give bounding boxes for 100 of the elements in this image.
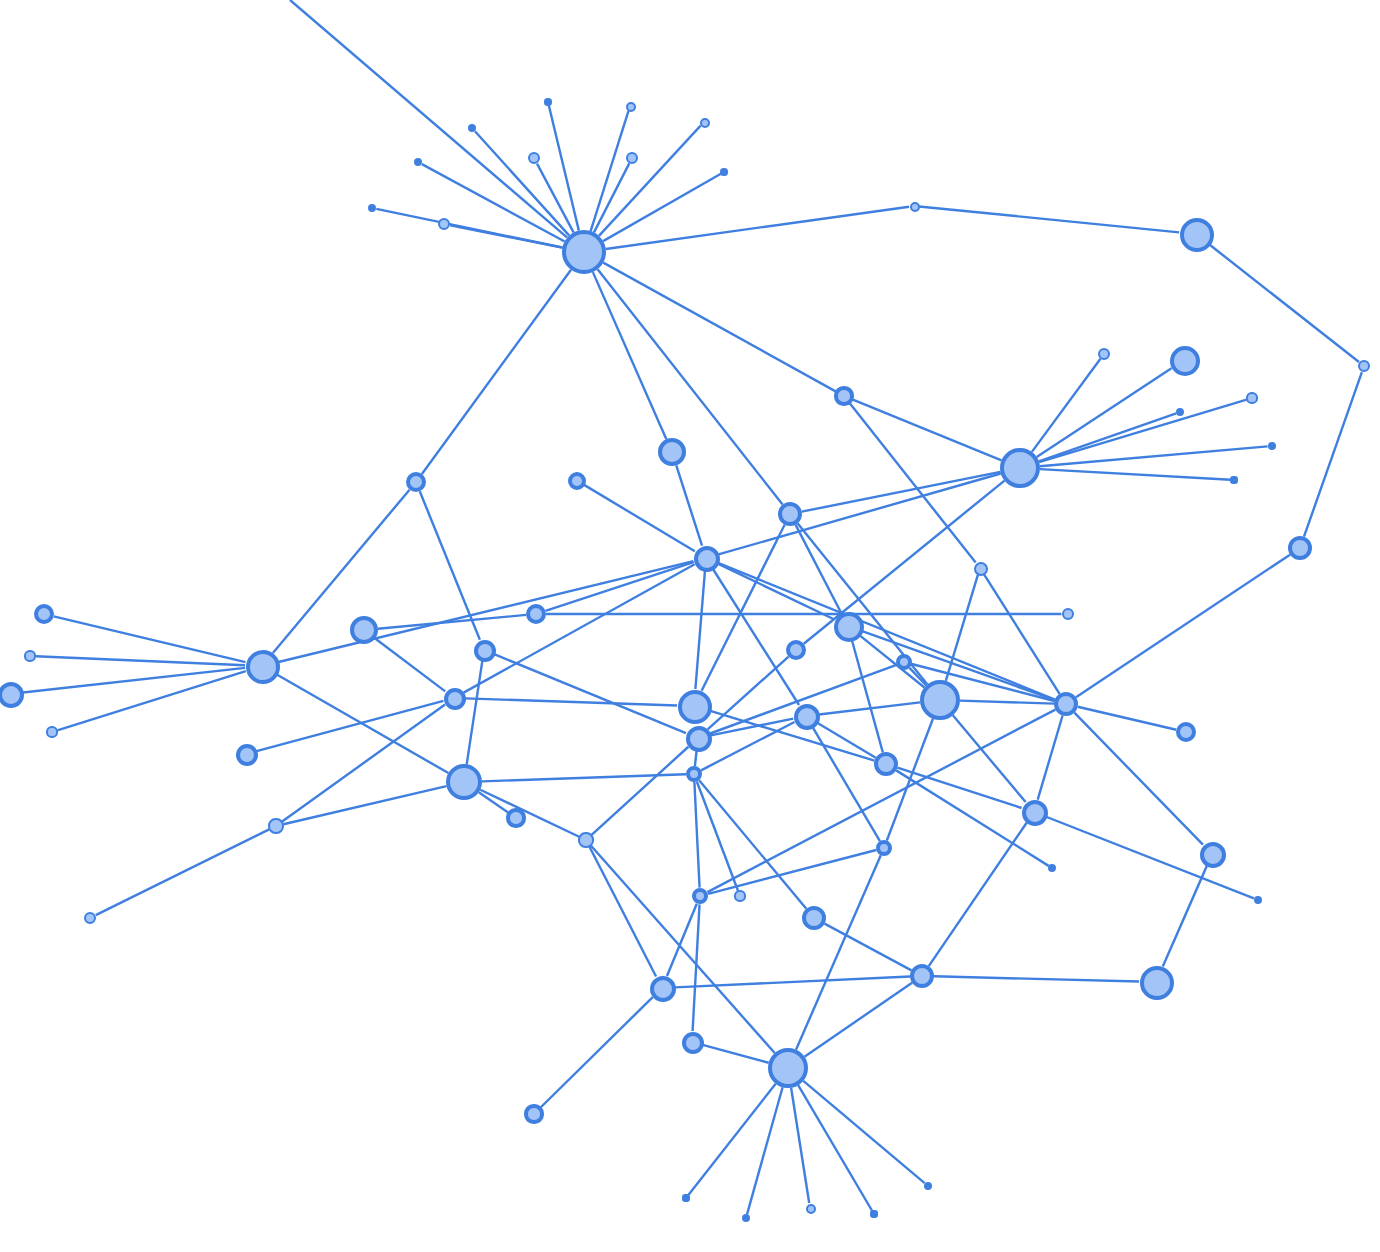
network-node — [677, 689, 711, 723]
network-node — [0, 681, 23, 707]
connector-line — [1075, 553, 1291, 699]
network-node — [802, 906, 826, 930]
network-node — [693, 545, 719, 571]
connector-line — [849, 402, 977, 564]
network-node — [734, 890, 746, 902]
connector-line — [605, 205, 910, 251]
connector-line — [885, 718, 935, 841]
network-node — [909, 201, 919, 211]
network-node — [1176, 722, 1196, 742]
network-node — [923, 1181, 933, 1191]
network-node — [681, 1031, 703, 1053]
connector-line — [590, 745, 690, 836]
network-node — [1169, 345, 1199, 375]
connector-line — [420, 269, 572, 475]
connector-line — [602, 172, 722, 243]
connector-line — [545, 560, 695, 612]
network-node — [910, 964, 934, 988]
network-node — [437, 217, 451, 231]
connector-line — [794, 854, 882, 1051]
connector-line — [53, 615, 246, 664]
network-node — [870, 1210, 878, 1218]
connector-line — [596, 268, 784, 506]
network-node — [682, 1194, 690, 1202]
connector-line — [691, 904, 701, 1032]
network-node — [235, 743, 257, 765]
connector-line — [818, 701, 921, 716]
connector-line — [982, 573, 1061, 695]
connector-line — [794, 524, 843, 614]
connector-line — [276, 673, 449, 775]
connector-line — [695, 781, 740, 892]
network-node — [1357, 359, 1371, 373]
network-node — [446, 764, 482, 800]
connector-line — [908, 667, 928, 687]
connector-line — [376, 207, 563, 249]
network-node — [833, 611, 863, 641]
network-node — [805, 1203, 815, 1213]
connector-line — [693, 781, 701, 888]
connector-line — [706, 655, 790, 731]
connector-line — [959, 699, 1055, 705]
connector-line — [674, 975, 911, 989]
connector-line — [588, 846, 658, 977]
connector-line — [481, 773, 687, 783]
network-node — [578, 832, 594, 848]
network-node — [834, 386, 854, 406]
connector-line — [711, 568, 801, 706]
network-node — [973, 561, 987, 575]
connector-line — [272, 488, 411, 654]
connector-line — [535, 163, 575, 234]
network-node — [1048, 864, 1056, 872]
connector-line — [706, 708, 1056, 894]
network-node — [34, 604, 54, 624]
connector-line — [811, 726, 881, 842]
connector-line — [824, 922, 912, 972]
connector-line — [789, 1087, 811, 1204]
connector-line — [1030, 358, 1102, 453]
network-node — [567, 471, 585, 489]
connector-line — [665, 903, 698, 977]
network-node — [691, 887, 709, 905]
network-node — [524, 1104, 544, 1124]
connector-line — [707, 848, 877, 896]
connector-line — [861, 629, 1056, 702]
network-node — [793, 703, 819, 729]
connector-line — [474, 130, 571, 237]
connector-line — [675, 464, 704, 546]
connector-line — [1045, 815, 1255, 900]
connector-line — [1077, 705, 1177, 731]
network-node — [1246, 392, 1258, 404]
connector-line — [951, 714, 1027, 803]
network-node — [406, 472, 426, 492]
connector-line — [694, 570, 707, 690]
network-node — [1054, 692, 1078, 716]
connector-line — [709, 663, 897, 735]
connector-line — [598, 124, 702, 237]
network-node — [1199, 841, 1225, 867]
network-node — [1021, 799, 1047, 825]
connector-line — [1036, 715, 1064, 800]
connector-line — [933, 975, 1140, 983]
network-node — [1267, 441, 1277, 451]
connector-line — [547, 105, 581, 231]
network-node — [1098, 348, 1110, 360]
network-node — [1000, 448, 1040, 488]
connector-line — [478, 791, 509, 814]
connector-line — [493, 653, 687, 735]
connector-line — [590, 844, 776, 1054]
connector-line — [717, 562, 835, 621]
network-node — [526, 604, 546, 624]
connector-line — [801, 470, 1001, 513]
connector-line — [816, 721, 877, 759]
connector-line — [1038, 412, 1177, 463]
network-node — [625, 101, 635, 111]
network-node — [1253, 895, 1263, 905]
connector-line — [850, 640, 884, 753]
network-node — [443, 687, 465, 709]
connector-line — [602, 261, 837, 393]
network-node — [658, 438, 686, 466]
network-node — [649, 975, 675, 1001]
connector-line — [421, 163, 566, 243]
connector-line — [95, 828, 270, 917]
